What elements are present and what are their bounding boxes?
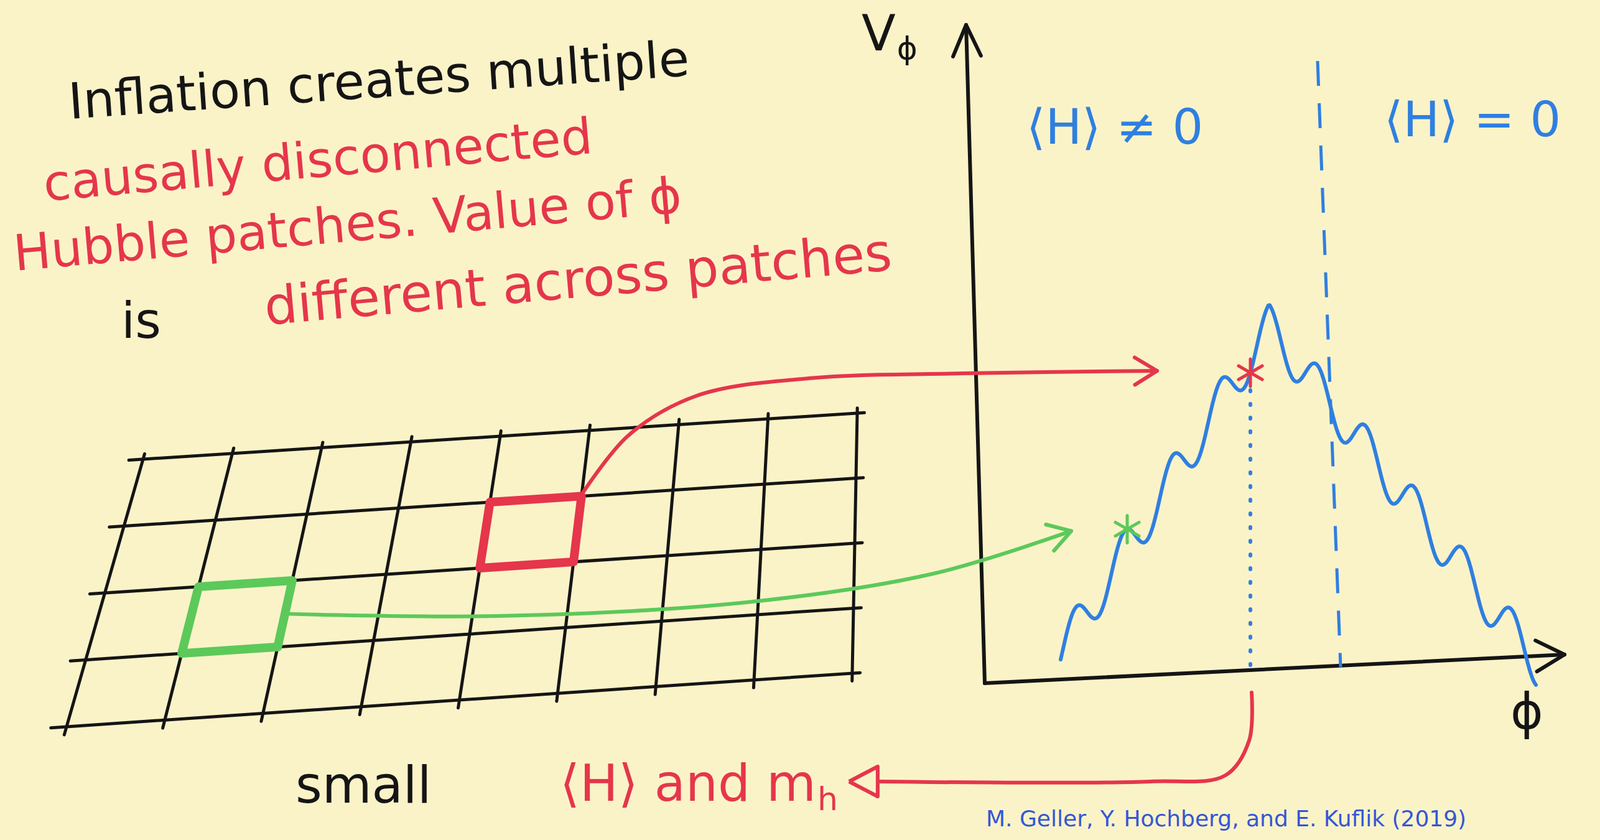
note-text: ⟨H⟩ and m [559, 753, 817, 813]
x-axis [984, 654, 1565, 684]
arrowhead [1045, 524, 1072, 551]
region-label: ⟨H⟩ = 0 [1384, 92, 1561, 149]
star-mark [1115, 521, 1140, 536]
region-label: ⟨H⟩ ≠ 0 [1026, 99, 1204, 156]
hubble-patch [479, 495, 582, 568]
star-mark [1115, 521, 1140, 536]
grid-line [359, 436, 412, 715]
note-text: small [295, 755, 432, 815]
grid-line [51, 672, 861, 728]
potential-curve [1060, 304, 1536, 685]
heading-text: Inflation creates multiple [66, 29, 692, 131]
axis-label: V [861, 4, 896, 63]
pointer-arrow [284, 530, 1072, 616]
axis-label: ϕ [1510, 683, 1544, 741]
result-pointer [849, 692, 1253, 797]
arrowhead [849, 766, 878, 797]
boundary-line [1317, 60, 1341, 667]
axis-arrowhead [953, 24, 982, 57]
grid-line [655, 419, 680, 695]
star-mark [1238, 365, 1263, 380]
hubble-patch [181, 580, 293, 654]
subscript: h [817, 780, 838, 819]
grid-line [852, 408, 858, 682]
note-text: is [121, 292, 162, 350]
grid-line [753, 413, 768, 688]
axis-arrowhead [1535, 640, 1565, 672]
pointer-arrow [579, 370, 1158, 499]
grid-line [64, 453, 145, 735]
axes [953, 24, 1565, 684]
y-axis [966, 24, 985, 684]
pointers [284, 357, 1158, 616]
patch-grid [51, 408, 865, 735]
pointer-arrow [877, 692, 1253, 783]
star-mark [1238, 365, 1263, 380]
axis-subscript: ϕ [897, 31, 918, 68]
drop-line [1248, 390, 1253, 668]
arrowhead [1134, 357, 1158, 385]
citation: M. Geller, Y. Hochberg, and E. Kuflik (2… [986, 805, 1467, 832]
